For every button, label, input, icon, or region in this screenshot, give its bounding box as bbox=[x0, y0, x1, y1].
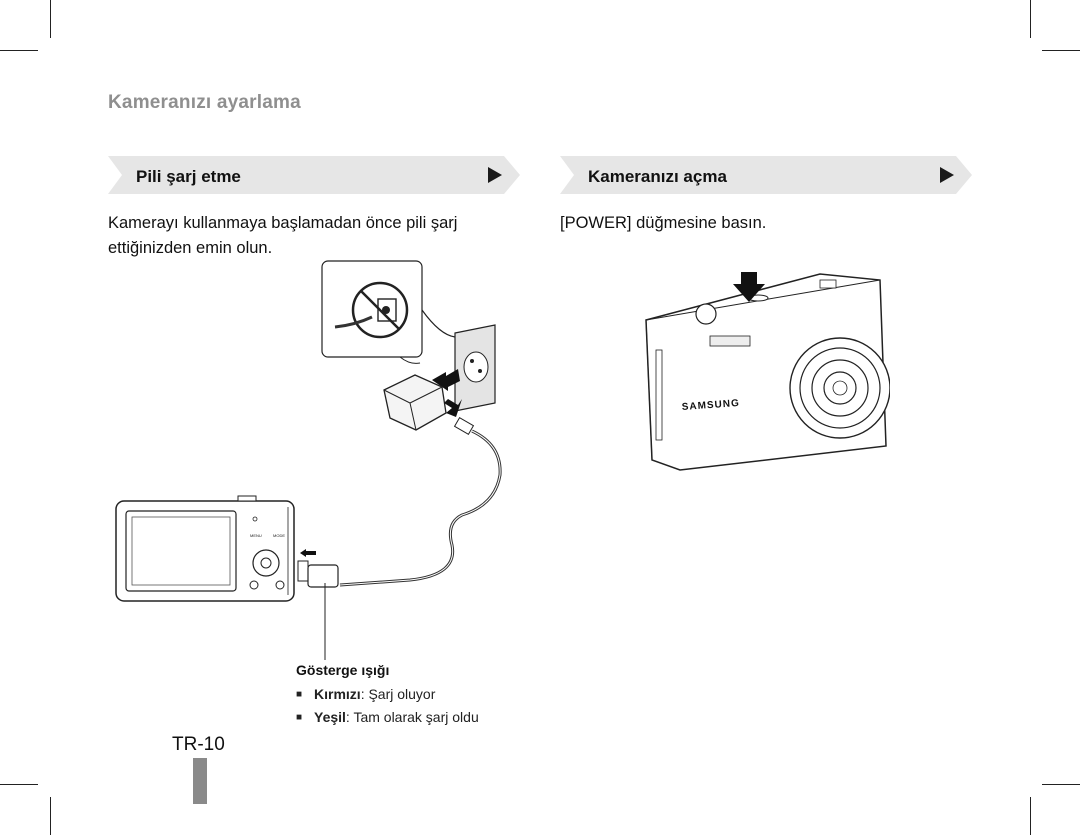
crop-mark bbox=[50, 797, 51, 835]
arrow-right-icon bbox=[940, 167, 954, 183]
mode-button-label: MODE bbox=[273, 533, 285, 538]
page-title: Kameranızı ayarlama bbox=[108, 92, 301, 113]
indicator-state-text: : Tam olarak şarj oldu bbox=[345, 709, 479, 725]
heading-label: Pili şarj etme bbox=[136, 167, 241, 186]
indicator-caption-item: ■ Yeşil: Tam olarak şarj oldu bbox=[296, 709, 479, 725]
crop-mark bbox=[50, 0, 51, 38]
crop-mark bbox=[0, 50, 38, 51]
power-key-label: [POWER] bbox=[560, 214, 632, 232]
heading-bar-shape bbox=[560, 156, 972, 194]
indicator-state-text: : Şarj oluyor bbox=[360, 686, 436, 702]
brand-logo: SAMSUNG bbox=[681, 398, 740, 413]
power-instructions: [POWER] düğmesine basın. bbox=[560, 211, 980, 236]
heading-bar-power-on: Kameranızı açma bbox=[560, 156, 972, 194]
heading-label: Kameranızı açma bbox=[588, 167, 727, 186]
indicator-color-label: Kırmızı bbox=[314, 686, 361, 702]
crop-mark bbox=[1042, 50, 1080, 51]
charging-instructions: Kamerayı kullanmaya başlamadan önce pili… bbox=[108, 214, 458, 257]
menu-button-label: MENU bbox=[250, 533, 262, 538]
indicator-color-label: Yeşil bbox=[314, 709, 346, 725]
no-plug-icon bbox=[334, 281, 409, 339]
crop-mark bbox=[0, 784, 38, 785]
bullet-icon: ■ bbox=[296, 712, 303, 723]
page-number: TR-10 bbox=[172, 734, 225, 755]
down-arrow-icon bbox=[733, 272, 765, 302]
crop-mark bbox=[1030, 0, 1031, 38]
bullet-icon: ■ bbox=[296, 689, 303, 700]
heading-bar-charging: Pili şarj etme bbox=[108, 156, 520, 194]
crop-mark bbox=[1030, 797, 1031, 835]
charging-illustration: MENU MODE bbox=[115, 260, 502, 660]
indicator-caption-title: Gösterge ışığı bbox=[296, 662, 390, 678]
indicator-caption-item: ■ Kırmızı: Şarj oluyor bbox=[296, 686, 435, 702]
power-instruction-text: düğmesine basın. bbox=[631, 214, 767, 232]
crop-mark bbox=[1042, 784, 1080, 785]
heading-bar-shape bbox=[108, 156, 520, 194]
arrow-right-icon bbox=[488, 167, 502, 183]
edge-tab bbox=[193, 758, 207, 804]
camera-front-illustration: SAMSUNG bbox=[645, 273, 890, 471]
